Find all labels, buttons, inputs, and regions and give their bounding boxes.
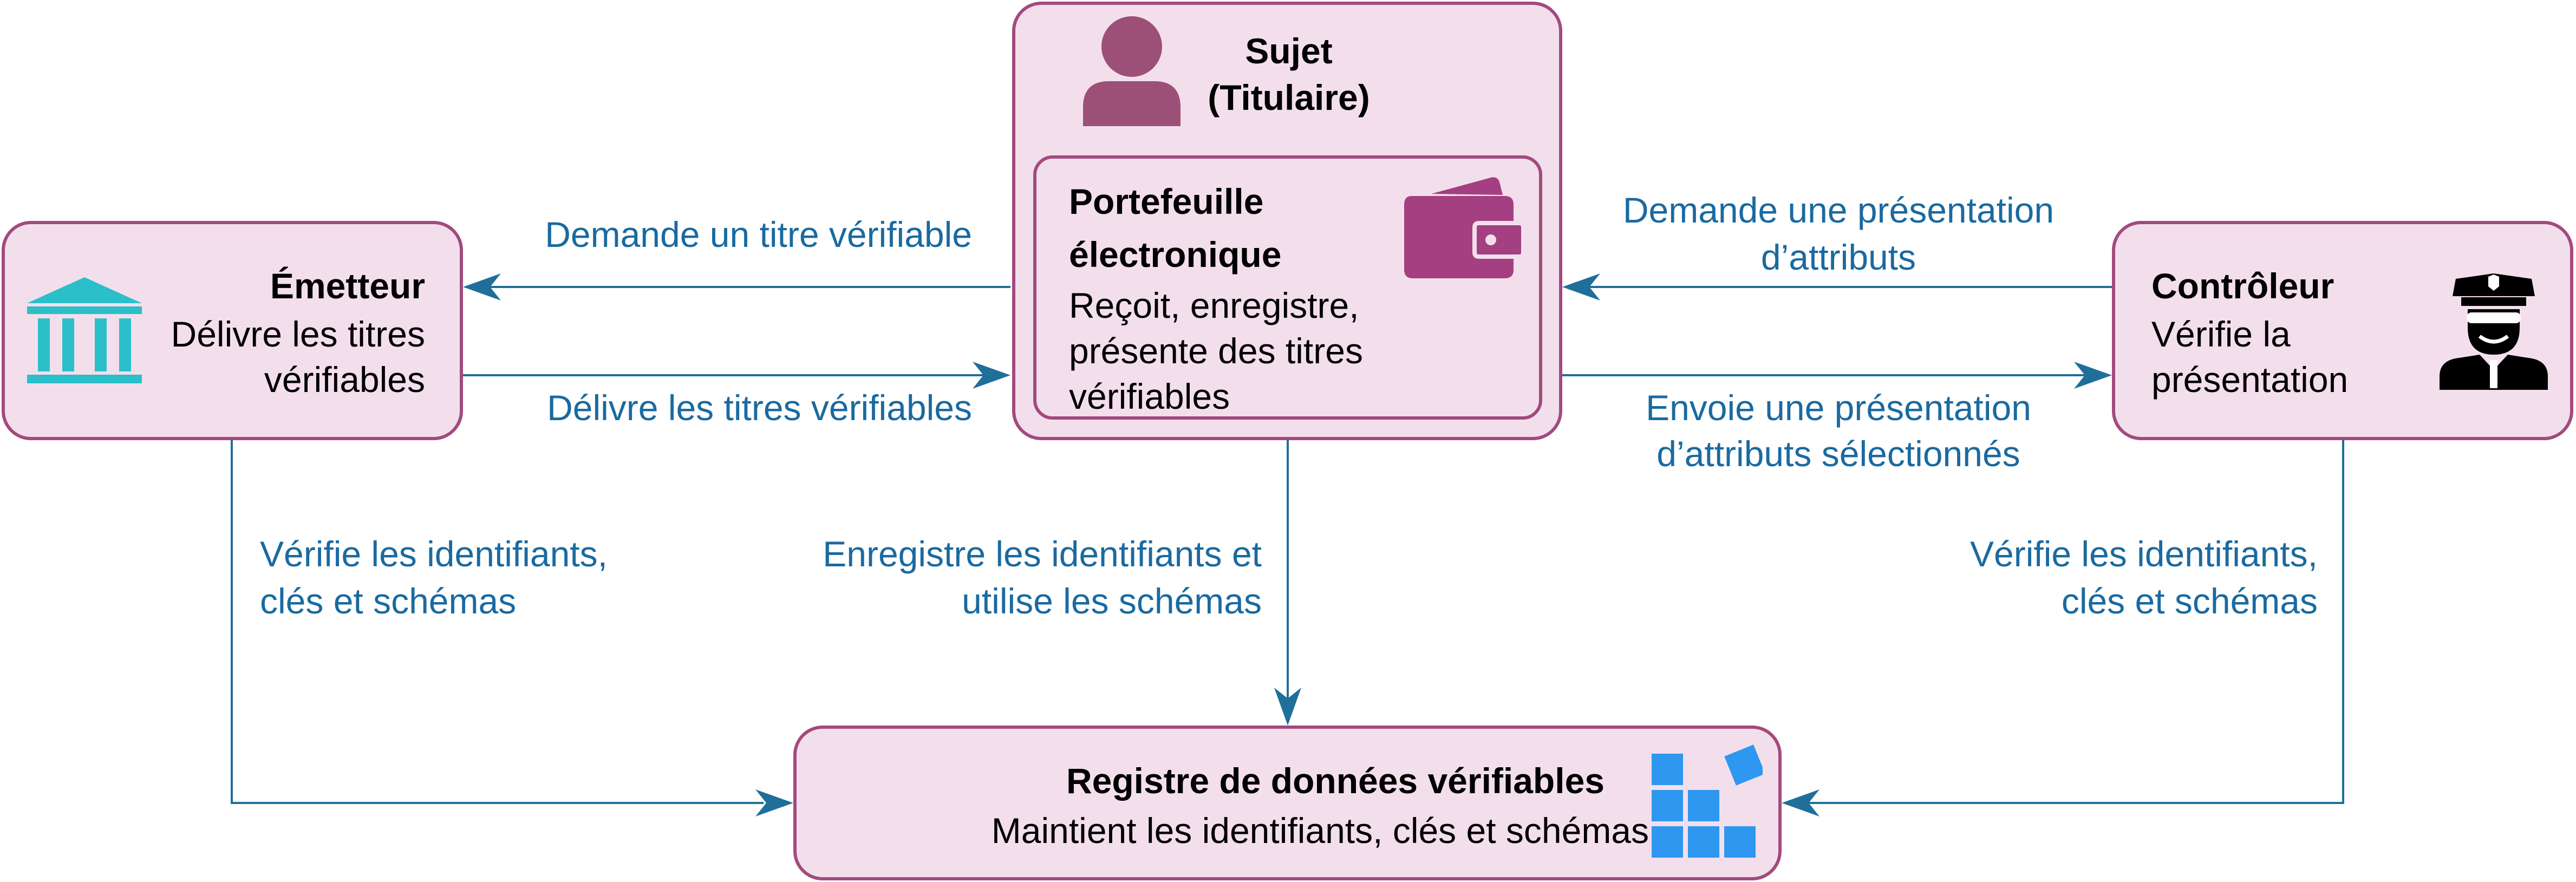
edge-request-presentation-arrowhead (1562, 273, 1600, 300)
issuer-title: Émetteur (270, 266, 425, 306)
edge-request-credential-arrowhead (463, 273, 501, 300)
edge-issue-credentials-label: Délivre les titres vérifiables (547, 388, 972, 428)
verifier-desc-line2: présentation (2151, 360, 2349, 400)
person-icon (1083, 16, 1181, 126)
wallet-desc-line2: présente des titres (1069, 331, 1363, 371)
registry-title: Registre de données vérifiables (1066, 761, 1605, 801)
police-officer-icon (2440, 273, 2548, 390)
subject-title-line2: (Titulaire) (1208, 77, 1370, 117)
subject-title-line1: Sujet (1245, 31, 1333, 71)
issuer-desc-line1: Délivre les titres (171, 314, 425, 354)
edge-issuer-to-registry-line1: Vérifie les identifiants, (260, 534, 608, 574)
wallet-title-line1: Portefeuille (1069, 181, 1264, 221)
wallet-desc-line3: vérifiables (1069, 376, 1230, 416)
issuer-desc-line2: vérifiables (264, 360, 425, 400)
verifier-desc-line1: Vérifie la (2151, 314, 2291, 354)
edge-send-presentation-line1: Envoie une présentation (1646, 388, 2031, 428)
wallet-icon (1404, 177, 1523, 278)
edge-subject-to-registry-line1: Enregistre les identifiants et (823, 534, 1262, 574)
edge-verifier-to-registry-line (1809, 440, 2344, 804)
edge-send-presentation-line2: d’attributs sélectionnés (1657, 434, 2020, 474)
edge-request-presentation-line1: Demande une présentation (1622, 190, 2055, 230)
edge-verifier-to-registry-line1: Vérifie les identifiants, (1970, 534, 2318, 574)
edge-subject-to-registry-line2: utilise les schémas (962, 581, 1262, 621)
blocks-icon (1652, 744, 1763, 858)
wallet-title-line2: électronique (1069, 234, 1282, 275)
edge-request-presentation-line2: d’attributs (1760, 237, 1916, 277)
edge-verifier-to-registry-arrowhead (1782, 789, 1819, 816)
issuer-node (2, 221, 463, 440)
edge-issuer-to-registry-line (231, 440, 764, 804)
edge-verifier-to-registry-line2: clés et schémas (2061, 581, 2318, 621)
edge-issuer-to-registry-arrowhead (755, 789, 793, 816)
edge-send-presentation-arrowhead (2074, 362, 2112, 389)
edge-subject-to-registry-arrowhead (1274, 688, 1301, 726)
registry-desc: Maintient les identifiants, clés et sché… (991, 811, 1649, 851)
verifier-title: Contrôleur (2151, 266, 2334, 306)
edge-issuer-to-registry-line2: clés et schémas (260, 581, 517, 621)
registry-node (793, 726, 1782, 880)
wallet-desc-line1: Reçoit, enregistre, (1069, 285, 1359, 325)
bank-icon (27, 277, 142, 383)
edge-request-credential-label: Demande un titre vérifiable (545, 214, 972, 254)
edge-issue-credentials-arrowhead (973, 362, 1010, 389)
